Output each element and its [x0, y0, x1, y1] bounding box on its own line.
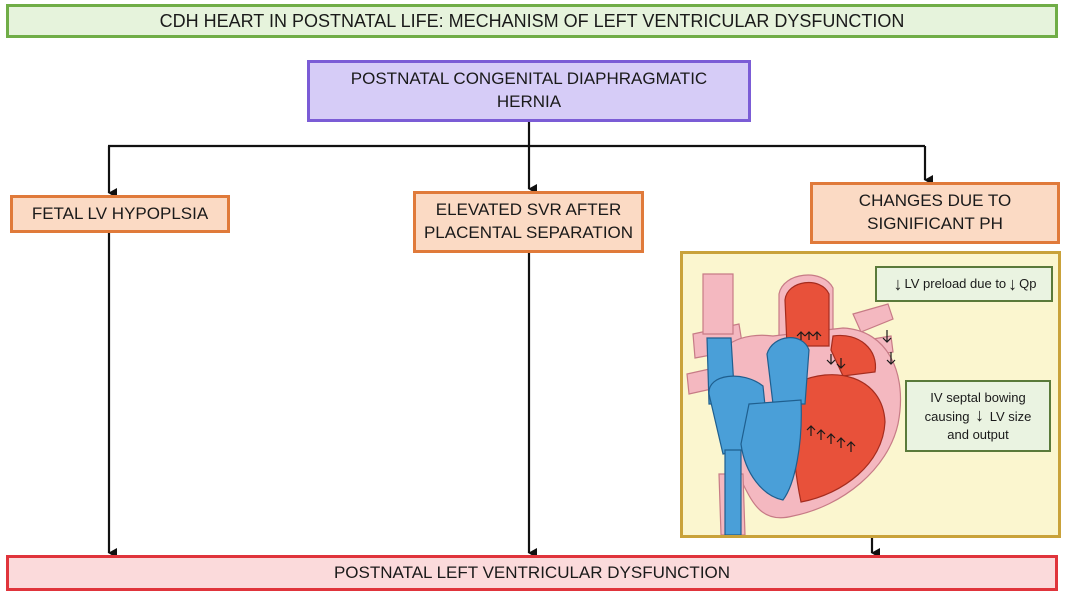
- note-septal-line3: and output: [947, 426, 1009, 442]
- cause-node-lv-hypoplasia: FETAL LV HYPOPLSIA: [10, 195, 230, 233]
- pulmonary-trunk: [766, 337, 810, 405]
- note-septal-line1: IV septal bowing: [930, 389, 1026, 405]
- heart-illustration: [686, 273, 902, 535]
- outcome-node-lv-dysfunction: POSTNATAL LEFT VENTRICULAR DYSFUNCTION: [6, 555, 1058, 591]
- ivc-inner: [724, 449, 742, 535]
- heart-illustration-panel: ↓ LV preload due to ↓ Qp IV septal bowin…: [680, 251, 1061, 538]
- aortic-arch: [784, 281, 830, 347]
- note-preload-suffix: Qp: [1019, 276, 1037, 292]
- septal-arrows-upper: [796, 331, 822, 340]
- note-lv-preload: ↓ LV preload due to ↓ Qp: [875, 266, 1053, 302]
- root-node-cdh: POSTNATAL CONGENITAL DIAPHRAGMATIC HERNI…: [307, 60, 751, 122]
- right-ventricle: [740, 399, 802, 501]
- left-pulmonary-veins: [852, 303, 894, 333]
- down-arrow-icon: ↓: [975, 405, 985, 426]
- superior-vena-cava-cap: [702, 273, 734, 335]
- note-septal-line2-post: LV size: [989, 409, 1032, 425]
- left-atrium: [830, 334, 877, 377]
- note-septal-line2-pre: causing: [924, 409, 970, 425]
- left-ventricle: [792, 374, 886, 503]
- note-septal-line2: causing ↓ LV size: [925, 406, 1032, 426]
- diagram-title: CDH HEART IN POSTNATAL LIFE: MECHANISM O…: [6, 4, 1058, 38]
- pulmonary-vein-down-arrows: [882, 330, 896, 365]
- cause-node-pulmonary-hypertension: CHANGES DUE TO SIGNIFICANT PH: [810, 182, 1060, 244]
- down-arrows-la: [826, 354, 846, 369]
- down-arrow-icon: ↓: [1008, 274, 1018, 294]
- note-septal-bowing: IV septal bowing causing ↓ LV size and o…: [905, 380, 1051, 452]
- note-preload-text: LV preload due to: [904, 276, 1007, 292]
- down-arrow-icon: ↓: [893, 274, 903, 294]
- cause-node-elevated-svr: ELEVATED SVR AFTER PLACENTAL SEPARATION: [413, 191, 644, 253]
- septal-arrows-lower: [806, 425, 856, 452]
